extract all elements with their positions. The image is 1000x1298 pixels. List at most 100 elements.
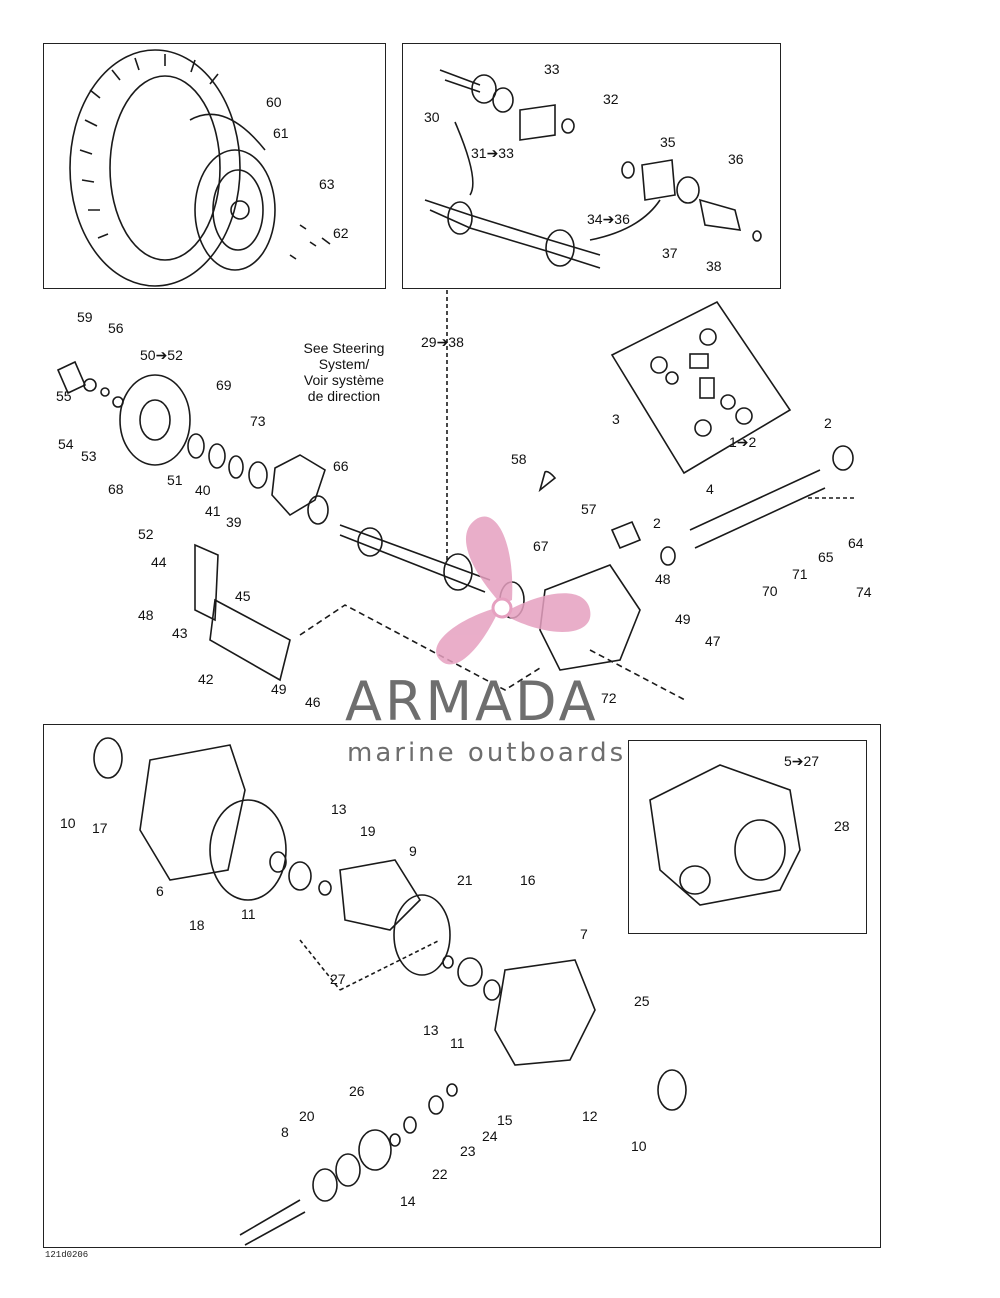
- part-label-49-left: 49: [271, 681, 287, 697]
- prop-shaft-drawing: [538, 445, 854, 566]
- rim-drawing: [189, 113, 276, 271]
- part-label-12: 12: [582, 1108, 598, 1124]
- part-label-14: 14: [400, 1193, 416, 1209]
- part-label-11-left: 11: [241, 906, 256, 922]
- bracket-drawing: [194, 543, 219, 622]
- part-label-40: 40: [195, 482, 211, 498]
- part-label-13-top: 13: [331, 801, 347, 817]
- seal-drawing: [307, 495, 329, 525]
- drive-shaft-drawing: [424, 69, 762, 269]
- wheel-panel: [43, 43, 386, 289]
- part-label-25: 25: [634, 993, 650, 1009]
- part-label-22: 22: [432, 1166, 448, 1182]
- part-label-13-bottom: 13: [423, 1022, 439, 1038]
- steering-note-line3: Voir système: [303, 372, 385, 388]
- u-joint-box: [610, 300, 792, 475]
- part-label-46: 46: [305, 694, 321, 710]
- part-label-17: 17: [92, 820, 108, 836]
- part-label-68: 68: [108, 481, 124, 497]
- part-label-16: 16: [520, 872, 536, 888]
- part-label-51: 51: [167, 472, 183, 488]
- differential-panel: [43, 724, 881, 1248]
- part-label-9: 9: [409, 843, 417, 859]
- watermark-tagline: marine outboards: [347, 738, 627, 768]
- steering-note-line1: See Steering: [303, 340, 385, 356]
- part-label-73: 73: [250, 413, 266, 429]
- steering-knuckle-drawing: [271, 454, 326, 517]
- part-label-24: 24: [482, 1128, 498, 1144]
- part-label-54: 54: [58, 436, 74, 452]
- part-label-44: 44: [151, 554, 167, 570]
- part-label-2-mid: 2: [653, 515, 661, 531]
- part-label-26: 26: [349, 1083, 365, 1099]
- part-label-30: 30: [424, 109, 440, 125]
- differential-housing-drawing: [539, 564, 641, 671]
- part-label-43: 43: [172, 625, 188, 641]
- part-label-36: 36: [728, 151, 744, 167]
- tire-drawing: [69, 49, 241, 287]
- steering-note: See Steering System/ Voir système de dir…: [284, 340, 404, 404]
- part-label-48-left: 48: [138, 607, 154, 623]
- part-label-42: 42: [198, 671, 214, 687]
- part-label-31-33: 31➔33: [471, 145, 514, 161]
- part-label-74: 74: [856, 584, 872, 600]
- part-label-10-right: 10: [631, 1138, 647, 1154]
- part-label-47: 47: [705, 633, 721, 649]
- inset-housing-drawing: [649, 764, 801, 906]
- part-label-59: 59: [77, 309, 93, 325]
- part-label-37: 37: [662, 245, 678, 261]
- part-label-65: 65: [818, 549, 834, 565]
- plate-drawing: [209, 598, 291, 682]
- hub-brake-disc-drawing: [56, 360, 268, 489]
- part-label-45: 45: [235, 588, 251, 604]
- part-label-8: 8: [281, 1124, 289, 1140]
- part-label-57: 57: [581, 501, 597, 517]
- part-label-60: 60: [266, 94, 282, 110]
- part-label-50-52: 50➔52: [140, 347, 183, 363]
- part-label-71: 71: [792, 566, 808, 582]
- rear-housing-drawing: [93, 737, 687, 1246]
- part-label-20: 20: [299, 1108, 315, 1124]
- part-label-2-top: 2: [824, 415, 832, 431]
- part-label-66: 66: [333, 458, 349, 474]
- part-label-55: 55: [56, 388, 72, 404]
- differential-assembly-inset: [628, 740, 867, 934]
- part-label-18: 18: [189, 917, 205, 933]
- drawing-code: 121d0206: [45, 1250, 89, 1260]
- part-label-39: 39: [226, 514, 242, 530]
- part-label-33: 33: [544, 61, 560, 77]
- part-label-7: 7: [580, 926, 588, 942]
- part-label-3: 3: [612, 411, 620, 427]
- steering-note-line4: de direction: [307, 388, 381, 404]
- part-label-48-right: 48: [655, 571, 671, 587]
- part-label-49-right: 49: [675, 611, 691, 627]
- part-label-38: 38: [706, 258, 722, 274]
- part-label-5-27: 5➔27: [784, 753, 820, 769]
- steering-note-line2: System/: [318, 356, 370, 372]
- lug-nuts-drawing: [289, 224, 331, 260]
- part-label-56: 56: [108, 320, 124, 336]
- part-label-10-left: 10: [60, 815, 76, 831]
- part-label-53: 53: [81, 448, 97, 464]
- part-label-28: 28: [834, 818, 850, 834]
- part-label-69: 69: [216, 377, 232, 393]
- part-label-63: 63: [319, 176, 335, 192]
- part-label-72: 72: [601, 690, 617, 706]
- part-label-1-2: 1➔2: [729, 434, 757, 450]
- part-label-34-36: 34➔36: [587, 211, 630, 227]
- part-label-52: 52: [138, 526, 154, 542]
- part-label-6: 6: [156, 883, 164, 899]
- part-label-67: 67: [533, 538, 549, 554]
- watermark-brand-name: ARMADA: [345, 670, 599, 733]
- part-label-41: 41: [205, 503, 221, 519]
- part-label-11-bottom: 11: [450, 1035, 465, 1051]
- drive-shaft-panel: [402, 43, 781, 289]
- part-label-70: 70: [762, 583, 778, 599]
- part-label-64: 64: [848, 535, 864, 551]
- part-label-61: 61: [273, 125, 289, 141]
- part-label-15: 15: [497, 1112, 513, 1128]
- part-label-19: 19: [360, 823, 376, 839]
- part-label-27: 27: [330, 971, 346, 987]
